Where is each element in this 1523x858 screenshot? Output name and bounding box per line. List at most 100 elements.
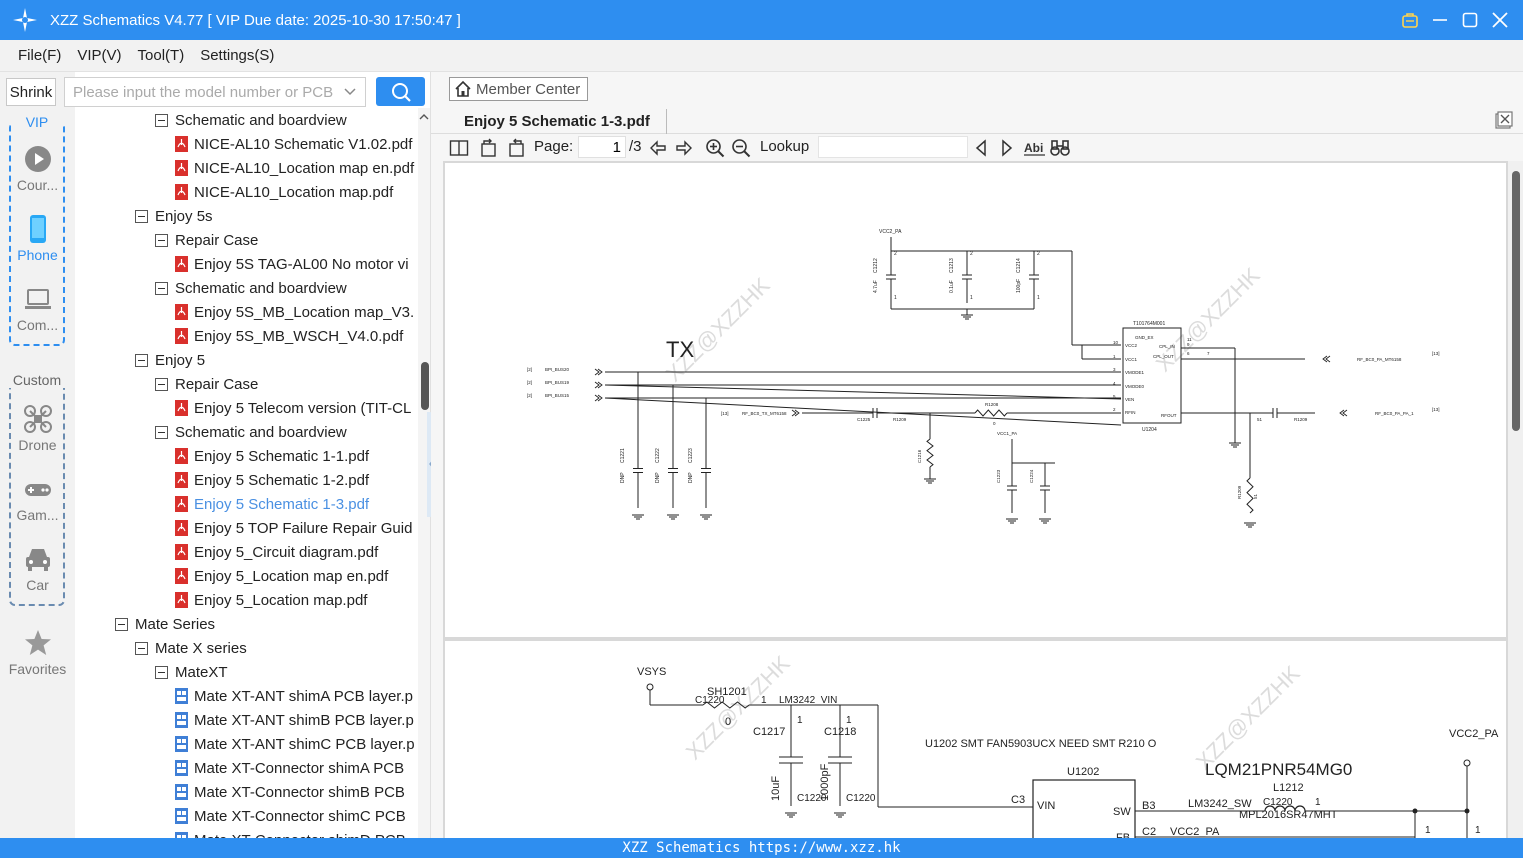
tree-file[interactable]: Mate XT-Connector shimA PCB [175,756,404,780]
tree-folder[interactable]: Schematic and boardview [155,108,347,132]
tree-file[interactable]: NICE-AL10_Location map.pdf [175,180,393,204]
rail-item-game[interactable]: Gam... [0,474,75,523]
tree-folder[interactable]: Enjoy 5 [135,348,205,372]
document-tabs: Enjoy 5 Schematic 1-3.pdf [431,106,1523,134]
pdf-file-icon [175,544,188,560]
tree-file[interactable]: Enjoy 5_Location map en.pdf [175,564,388,588]
schematic-label: [13] [1432,407,1440,412]
tab-enjoy5-schematic-1-3[interactable]: Enjoy 5 Schematic 1-3.pdf [445,109,667,134]
match-case-icon[interactable]: Abi [1023,138,1047,158]
schematic-label: [2] [527,367,532,372]
tree-file[interactable]: Enjoy 5 Schematic 1-3.pdf [175,492,369,516]
tree-folder[interactable]: Repair Case [155,228,258,252]
close-tab-icon[interactable] [1495,111,1513,129]
collapse-icon[interactable] [155,377,168,391]
collapse-icon[interactable] [135,353,148,367]
member-center-button[interactable]: Member Center [449,77,588,101]
collapse-icon[interactable] [155,113,168,127]
page-number-input[interactable] [578,136,626,158]
model-search-box[interactable] [64,77,366,107]
tree-folder[interactable]: MateXT [155,660,228,684]
tree-folder[interactable]: Enjoy 5s [135,204,213,228]
tree-folder[interactable]: Schematic and boardview [155,276,347,300]
tree-file[interactable]: Enjoy 5_Location map.pdf [175,588,367,612]
two-page-view-icon[interactable] [449,138,469,158]
next-page-icon[interactable] [674,138,694,158]
minimize-button[interactable] [1425,0,1455,40]
search-icon [391,82,411,102]
rotate-right-icon[interactable] [506,138,526,158]
pcb-file-icon [175,736,188,752]
lookup-input[interactable] [818,136,968,158]
pdf-file-icon [175,304,188,320]
svg-text:Abi: Abi [1024,141,1043,155]
collapse-icon[interactable] [135,209,148,223]
rail-item-course[interactable]: Cour... [0,144,75,193]
close-button[interactable] [1485,0,1515,40]
search-button[interactable] [376,77,425,106]
tree-scroll-thumb[interactable] [421,362,429,410]
rail-item-car[interactable]: Car [0,544,75,593]
tree-file[interactable]: NICE-AL10 Schematic V1.02.pdf [175,132,412,156]
binoculars-icon[interactable] [1050,138,1070,158]
tree-file[interactable]: Enjoy 5_Circuit diagram.pdf [175,540,378,564]
schematic-label: R1209 [1294,417,1308,422]
schematic-label: SH1201 [707,686,747,698]
tree-folder[interactable]: Schematic and boardview [155,420,347,444]
star-icon [24,630,51,655]
collapse-icon[interactable] [155,665,168,679]
rail-item-favorites[interactable]: Favorites [0,628,75,677]
schematic-label: 1 [761,695,767,706]
tree-item-label: Enjoy 5S_MB_WSCH_V4.0.pdf [194,327,404,345]
tree-folder[interactable]: Mate X series [135,636,247,660]
previous-page-icon[interactable] [648,138,668,158]
tree-file[interactable]: Enjoy 5S TAG-AL00 No motor vi [175,252,409,276]
collapse-icon[interactable] [115,617,128,631]
menu-vip[interactable]: VIP(V) [77,47,122,64]
tree-file[interactable]: Enjoy 5S_MB_WSCH_V4.0.pdf [175,324,403,348]
tree-file[interactable]: Enjoy 5 Schematic 1-1.pdf [175,444,369,468]
rotate-left-icon[interactable] [479,138,499,158]
tree-file[interactable]: Enjoy 5 Schematic 1-2.pdf [175,468,369,492]
tree-file[interactable]: Mate XT-ANT shimA PCB layer.p [175,684,413,708]
collapse-icon[interactable] [155,233,168,247]
tree-file[interactable]: Mate XT-Connector shimC PCB [175,804,406,828]
model-search-input[interactable] [73,83,337,101]
tree-file[interactable]: NICE-AL10_Location map en.pdf [175,156,414,180]
collapse-icon[interactable] [155,281,168,295]
chevron-down-icon[interactable] [343,84,357,98]
schematic-label: VCC2_PA [879,229,902,235]
tree-file[interactable]: Enjoy 5 TOP Failure Repair Guid [175,516,412,540]
schematic-label: 1 [1037,295,1040,301]
tree-folder[interactable]: Repair Case [155,372,258,396]
tree-scrollbar[interactable] [418,108,430,838]
tree-file[interactable]: Enjoy 5 Telecom version (TIT-CL [175,396,411,420]
rail-item-drone[interactable]: Drone [0,404,75,453]
tree-file[interactable]: Mate XT-ANT shimB PCB layer.p [175,708,414,732]
viewer-scroll-thumb[interactable] [1512,171,1520,431]
tree-file[interactable]: Mate XT-Connector shimD PCB [175,828,406,838]
tree-file[interactable]: Enjoy 5S_MB_Location map_V3. [175,300,414,324]
viewer-scrollbar[interactable] [1508,161,1523,838]
tree-file[interactable]: Mate XT-ANT shimC PCB layer.p [175,732,415,756]
schematic-label: R1208 [985,402,999,407]
menu-settings[interactable]: Settings(S) [200,47,275,64]
tree-folder[interactable]: Mate Series [115,612,215,636]
tree-file[interactable]: Mate XT-Connector shimB PCB [175,780,405,804]
collapse-icon[interactable] [135,641,148,655]
rail-item-phone[interactable]: Phone [0,214,75,263]
vip-bag-icon[interactable] [1395,0,1425,40]
menu-tool[interactable]: Tool(T) [137,47,185,64]
scroll-up-icon[interactable] [418,111,430,123]
collapse-icon[interactable] [155,425,168,439]
find-previous-icon[interactable] [971,138,991,158]
zoom-out-icon[interactable] [731,138,751,158]
menu-file[interactable]: File(F) [18,47,62,64]
shrink-button[interactable]: Shrink [6,78,56,106]
zoom-in-icon[interactable] [705,138,725,158]
schematic-label: GND_EX [1135,335,1154,340]
find-next-icon[interactable] [997,138,1017,158]
rail-item-computer[interactable]: Com... [0,284,75,333]
maximize-button[interactable] [1455,0,1485,40]
